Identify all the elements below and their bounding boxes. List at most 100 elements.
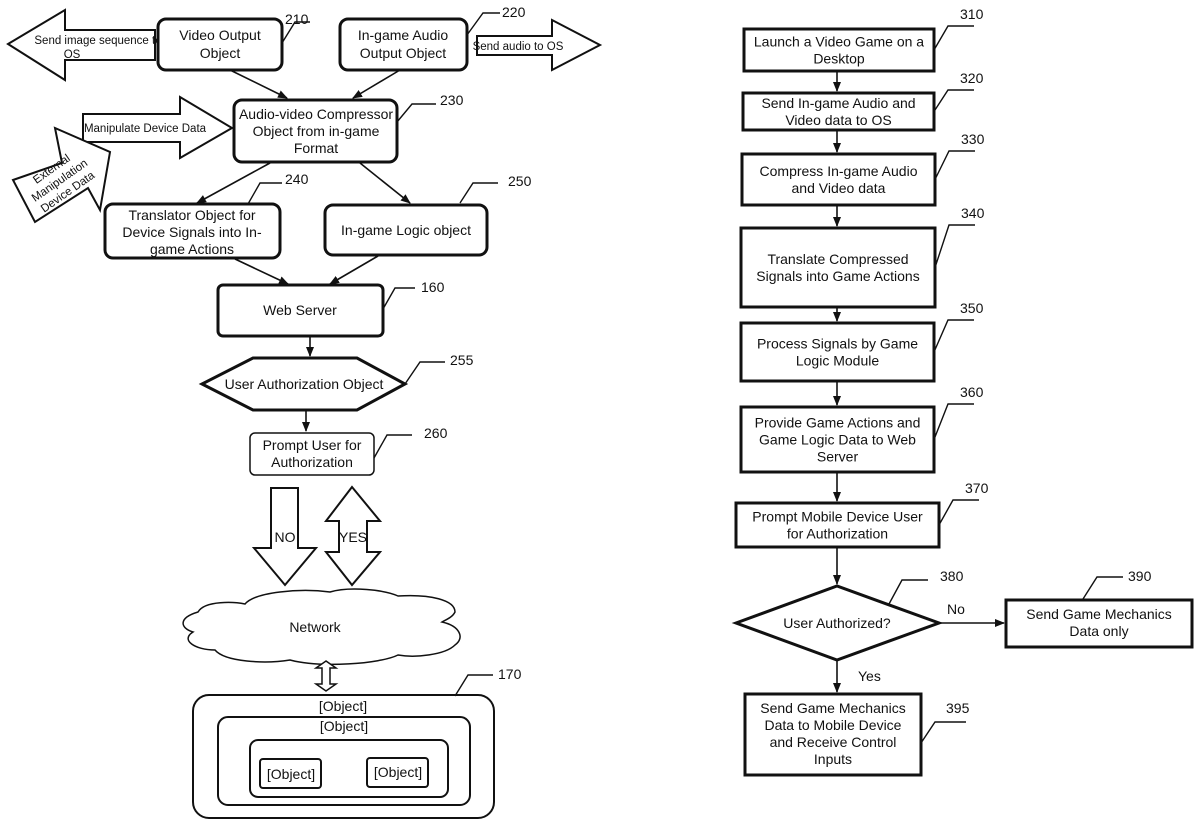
leader-line: [934, 320, 974, 352]
box-label: and Receive Control: [770, 734, 897, 750]
box-label: Object from in-game: [253, 123, 380, 139]
box-label: Translator Object for: [128, 207, 255, 223]
box-label: Send In-game Audio and: [761, 95, 915, 111]
network-cloud: Network: [183, 589, 460, 664]
right-flow-chart: Launch a Video Game on aDesktop310Send I…: [736, 6, 989, 547]
user-authorization-object: User Authorization Object 255: [202, 352, 474, 410]
connector-arrow: [230, 70, 287, 98]
box-label: game Actions: [150, 241, 234, 257]
box-label: Inputs: [814, 751, 852, 767]
reference-number: 250: [508, 173, 532, 189]
reference-number: 360: [960, 384, 984, 400]
step-box-320: Send In-game Audio andVideo data to OS 32…: [743, 70, 984, 130]
in-game-logic-box: In-game Logic object 250: [325, 173, 532, 255]
box-label: Process Signals by Game: [757, 336, 918, 352]
manipulate-device-data-arrow: Manipulate Device Data: [83, 97, 232, 158]
device-170: [Object] [Object] [Object] [Object] 170: [193, 666, 522, 818]
box-label: Data to Mobile Device: [765, 717, 902, 733]
leader-line: [460, 183, 498, 203]
box-label: In-game Logic object: [341, 222, 471, 238]
leader-line: [921, 722, 966, 743]
box-label: Video Output: [179, 27, 261, 43]
leader-line: [934, 26, 974, 50]
leader-line: [935, 151, 975, 180]
leader-line: [374, 435, 412, 458]
connector-arrow: [235, 259, 288, 284]
leader-line: [889, 580, 928, 604]
reference-number: 380: [940, 568, 964, 584]
connector-arrow: [197, 163, 270, 203]
step-box-360: Provide Game Actions andGame Logic Data …: [741, 384, 984, 472]
decision-group: User Authorized? 380 No Yes Send Game Me…: [736, 547, 1192, 775]
object-label: [Object]: [320, 718, 368, 734]
connector-arrow: [330, 256, 378, 284]
leader-line: [467, 13, 500, 35]
leader-line: [405, 362, 445, 384]
box-label: Compress In-game Audio: [760, 163, 918, 179]
step-box-330: Compress In-game Audioand Video data330: [742, 131, 985, 205]
reference-number: 210: [285, 11, 309, 27]
box-label: Video data to OS: [785, 112, 891, 128]
box-label: Prompt User for: [263, 437, 362, 453]
prompt-user-box: Prompt User for Authorization 260: [250, 425, 448, 475]
leader-line: [397, 104, 436, 122]
object-label: [Object]: [374, 764, 422, 780]
object-label: [Object]: [319, 698, 367, 714]
box-label: Translate Compressed: [767, 251, 908, 267]
cloud-label: Network: [289, 619, 341, 635]
step-box-350: Process Signals by GameLogic Module350: [741, 300, 984, 381]
reference-number: 230: [440, 92, 464, 108]
box-label: Provide Game Actions and: [755, 415, 921, 431]
box-label: Send Game Mechanics: [1026, 606, 1172, 622]
box-label: In-game Audio: [358, 27, 448, 43]
leader-line: [934, 90, 974, 112]
leader-line: [455, 675, 493, 696]
reference-number: 395: [946, 700, 970, 716]
box-label: Web Server: [263, 302, 337, 318]
left-flow-diagram: Send image sequence to OS Video Output O…: [8, 4, 600, 818]
connector-arrow: [353, 70, 400, 98]
step-box-310: Launch a Video Game on aDesktop310: [744, 6, 984, 71]
reference-number: 170: [498, 666, 522, 682]
reference-number: 260: [424, 425, 448, 441]
object-label: [Object]: [267, 766, 315, 782]
step-box-370: Prompt Mobile Device Userfor Authorizati…: [736, 480, 989, 547]
box-label: User Authorization Object: [225, 376, 384, 392]
yes-double-arrow: YES: [326, 487, 380, 585]
box-label: Output Object: [360, 45, 446, 61]
reference-number: 160: [421, 279, 445, 295]
arrow-label: NO: [275, 529, 296, 545]
leader-line: [248, 183, 282, 204]
box-label: Server: [817, 449, 859, 465]
box-label: Prompt Mobile Device User: [752, 509, 923, 525]
box-label: Game Logic Data to Web: [759, 432, 916, 448]
reference-number: 320: [960, 70, 984, 86]
box-label: Device Signals into In-: [122, 224, 262, 240]
reference-number: 240: [285, 171, 309, 187]
no-branch-label: No: [947, 601, 965, 617]
arrow-label: Send audio to OS: [473, 41, 564, 53]
box-label: Audio-video Compressor: [239, 106, 393, 122]
arrow-label: YES: [339, 529, 367, 545]
decision-label: User Authorized?: [783, 615, 891, 631]
send-mechanics-only-box: Send Game Mechanics Data only 390: [1006, 568, 1192, 647]
translator-object-box: Translator Object for Device Signals int…: [105, 171, 309, 258]
network-device-double-arrow: [316, 661, 336, 691]
reference-number: 310: [960, 6, 984, 22]
no-arrow: NO: [254, 488, 316, 585]
reference-number: 330: [961, 131, 985, 147]
audio-video-compressor-box: Audio-video Compressor Object from in-ga…: [234, 92, 464, 162]
reference-number: 370: [965, 480, 989, 496]
reference-number: 220: [502, 4, 526, 20]
arrow-label: OS: [64, 49, 81, 61]
box-label: Format: [294, 140, 338, 156]
box-label: for Authorization: [787, 526, 888, 542]
box-label: Send Game Mechanics: [760, 700, 906, 716]
arrow-label: Manipulate Device Data: [84, 123, 207, 135]
send-audio-arrow: Send audio to OS: [473, 20, 600, 70]
box-label: Object: [200, 45, 241, 61]
box-label: Launch a Video Game on a: [754, 34, 924, 50]
leader-line: [1083, 577, 1123, 599]
send-mechanics-to-mobile-box: Send Game Mechanics Data to Mobile Devic…: [745, 694, 970, 775]
